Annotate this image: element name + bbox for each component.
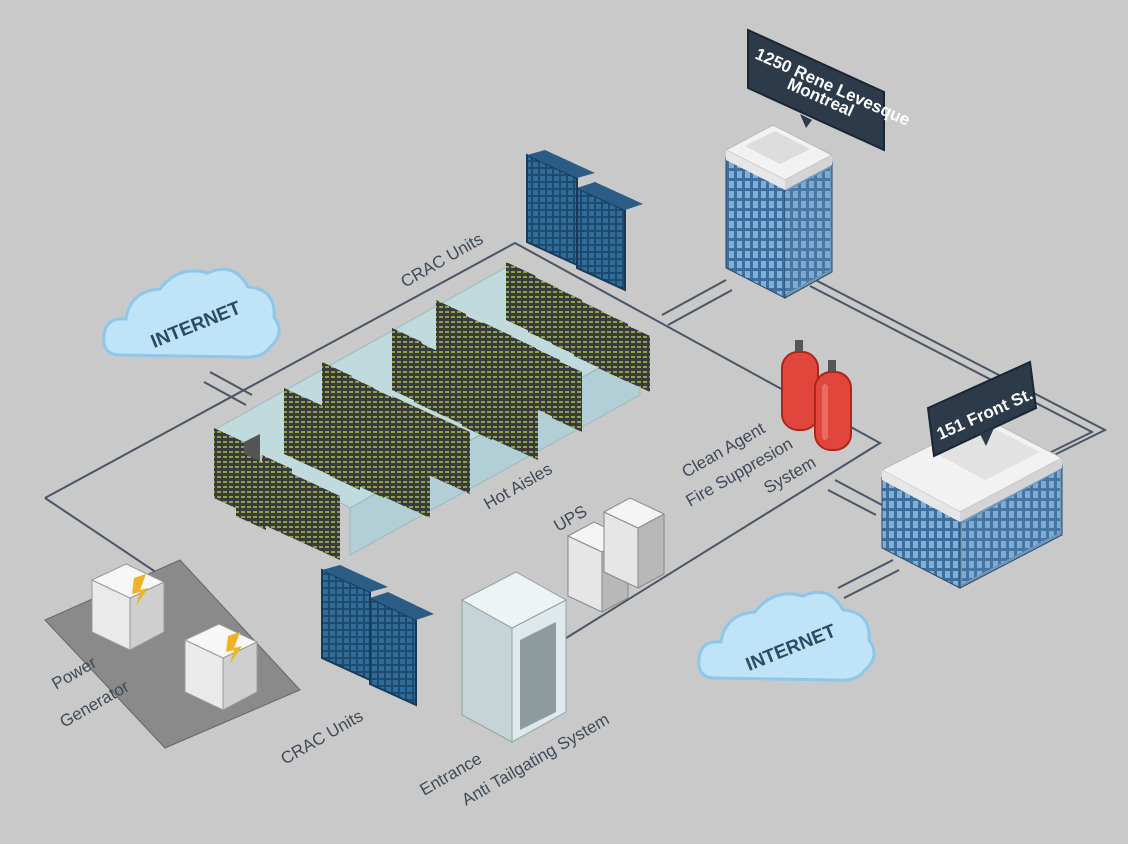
cloud-right-link-a [837,559,894,589]
cloud-left-link-b [203,381,247,406]
montreal-link-a [667,289,733,326]
generator-unit-1 [90,563,166,651]
front-link-b [827,489,877,516]
label-crac-bottom: CRAC Units [278,706,367,768]
connection-lines [44,241,1108,641]
rack-row-1 [214,428,340,560]
entrance-booth [460,571,568,743]
rack-row-6 [506,262,650,392]
building-front-st [880,417,1064,589]
internet-cloud-left: INTERNET [102,267,281,359]
generator-unit-2 [183,623,259,711]
sign-front-st: 151 Front St. [926,360,1038,458]
front-link-a [834,479,883,506]
power-generator [44,559,301,749]
rack-row-5 [436,300,582,432]
fire-suppression-tanks [781,340,852,451]
server-racks [212,262,650,560]
crac-units-bottom [321,565,434,707]
building-montreal [724,124,834,299]
montreal-front-link-b [809,285,1095,461]
label-power-line1: Power [49,653,101,694]
cloud-right-link-b [843,569,900,599]
ups-units [566,497,666,613]
cloud-left-link-a [209,371,253,396]
crac-units-top [526,150,643,292]
internet-cloud-right: INTERNET [697,590,876,682]
room-outline [44,241,882,641]
rack-row-3 [322,362,470,494]
montreal-link-b [661,279,727,316]
montreal-front-link-a [799,271,1108,463]
